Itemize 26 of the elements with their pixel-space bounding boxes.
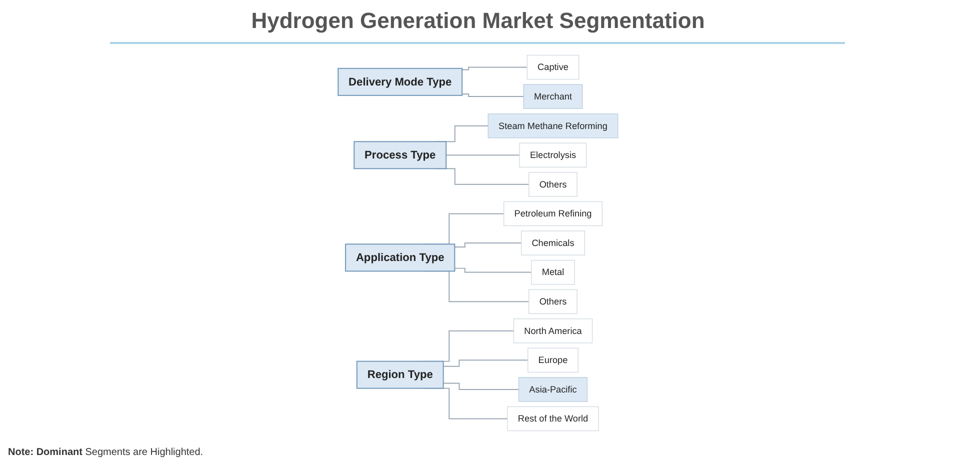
node-box: Application Type [345, 244, 456, 272]
node-box: Rest of the World [507, 406, 599, 432]
node-box: North America [513, 318, 593, 344]
node-box: Electrolysis [519, 142, 587, 168]
node-box: Others [528, 289, 578, 314]
diagram-title: Hydrogen Generation Market Segmentation [250, 8, 706, 34]
connector [454, 242, 522, 248]
node-box: Process Type [354, 141, 447, 170]
node-box: Steam Methane Reforming [488, 113, 618, 138]
node-box: Others [528, 172, 578, 197]
node-box: Petroleum Refining [504, 201, 602, 226]
node-box: Merchant [523, 84, 583, 109]
connector [454, 268, 532, 273]
note-text: Note: Dominant Segments are Highlighted. [8, 447, 204, 458]
node-box: Delivery Mode Type [338, 68, 463, 96]
connector [442, 382, 520, 390]
connector [446, 154, 520, 156]
node-box: Europe [528, 348, 578, 373]
connector [442, 360, 528, 367]
node-box: Chemicals [520, 230, 585, 256]
node-box: Asia-Pacific [518, 377, 588, 402]
node-box: Captive [526, 54, 580, 80]
connector [462, 94, 524, 98]
node-box: Region Type [356, 360, 444, 389]
node-box: Metal [531, 260, 575, 285]
connector [462, 66, 528, 70]
